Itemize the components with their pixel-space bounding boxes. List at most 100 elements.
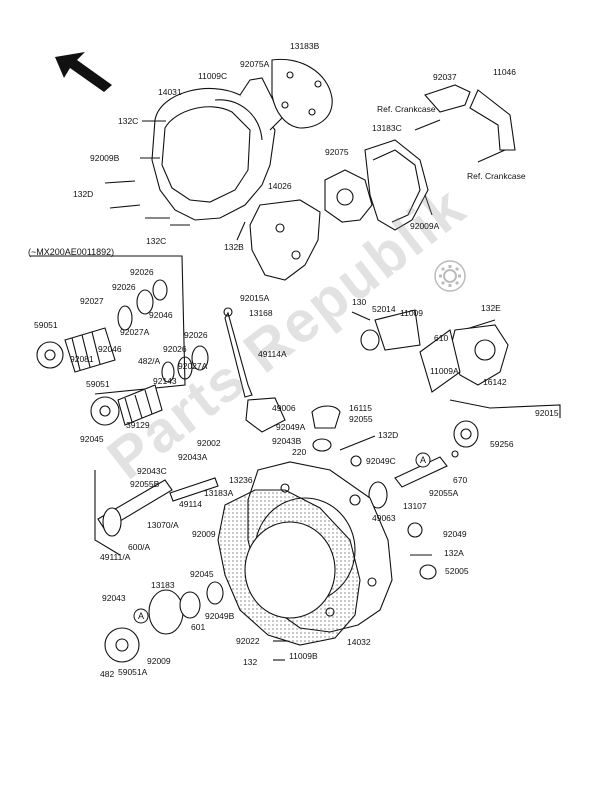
part-label: 92046 <box>98 344 122 354</box>
part-label: 11009A <box>430 366 459 376</box>
washers-92026-b <box>161 345 209 383</box>
part-label: 610 <box>434 333 449 343</box>
part-label: 132D <box>73 189 94 199</box>
group-box-right <box>449 399 561 418</box>
part-label: 92026 <box>130 267 154 277</box>
part-label: 92049 <box>443 529 467 539</box>
part-label: 92049B <box>205 611 235 621</box>
part-label: 49111/A <box>100 552 131 562</box>
shaft-49114 <box>169 477 219 502</box>
part-label: 132A <box>444 548 464 558</box>
clutch-cover-14031 <box>151 77 283 221</box>
washers-92026 <box>117 279 168 331</box>
part-label: 11009C <box>198 71 228 81</box>
part-label: 11009B <box>289 651 318 661</box>
seal-52005 <box>419 564 437 580</box>
cover-disc-13183 <box>148 589 184 635</box>
cover-plate-13183C <box>364 139 429 231</box>
part-label: 601 <box>191 622 206 632</box>
nut-92049C <box>350 455 362 467</box>
part-label: Ref. Crankcase <box>377 104 436 114</box>
cover-cap-13183B <box>271 58 333 129</box>
sprocket-59051-b <box>90 396 120 426</box>
part-label: 14032 <box>347 637 371 647</box>
part-label: 92022 <box>236 636 260 646</box>
part-label: 59051A <box>118 667 148 677</box>
part-label: 92015A <box>240 293 270 303</box>
svg-text:A: A <box>138 611 144 621</box>
part-label: 11009 <box>400 308 424 318</box>
part-label: 132C <box>118 116 139 126</box>
part-label: 59256 <box>490 439 514 449</box>
gasket-92075 <box>324 169 373 223</box>
part-label: 130 <box>352 297 367 307</box>
front-direction-arrow <box>55 52 112 92</box>
part-label: 92037 <box>433 72 457 82</box>
bearing-601 <box>179 591 201 619</box>
part-label: 49114A <box>258 349 287 359</box>
part-label: 220 <box>292 447 307 457</box>
part-label: 14031 <box>158 87 182 97</box>
gear-icon <box>434 260 466 292</box>
part-label: 13070/A <box>147 520 179 530</box>
part-label: 16142 <box>483 377 507 387</box>
part-label: 600/A <box>128 542 151 552</box>
bracket-92037 <box>424 84 471 113</box>
part-label: 92026 <box>184 330 208 340</box>
part-label: 13183 <box>151 580 175 590</box>
part-label: 92043A <box>178 452 208 462</box>
part-label: 13236 <box>229 475 253 485</box>
part-label: 132B <box>224 242 244 252</box>
part-label: 92015 <box>535 408 559 418</box>
part-label: 92055B <box>130 479 160 489</box>
sprocket-cover-14026 <box>249 199 321 281</box>
part-label: 92026 <box>112 282 136 292</box>
part-label: 92043B <box>272 436 302 446</box>
gear-49063 <box>368 481 388 509</box>
bolts <box>104 119 506 661</box>
part-label: 92009A <box>410 221 440 231</box>
sprocket-59051A <box>104 627 140 663</box>
part-label: 49063 <box>372 513 396 523</box>
part-label: 92045 <box>80 434 104 444</box>
water-pump-cover-16142 <box>419 324 509 393</box>
part-label: 132D <box>378 430 399 440</box>
part-label: 59051 <box>34 320 58 330</box>
bearing-59256 <box>453 420 479 448</box>
cap-16115 <box>311 405 341 429</box>
part-label: 59051 <box>86 379 110 389</box>
spring-39129 <box>117 384 163 426</box>
kit-box <box>30 255 186 395</box>
part-label: 92027A <box>178 361 208 371</box>
group-box-left <box>94 470 121 556</box>
shift-shaft-49114A <box>223 307 253 398</box>
part-label: 92009 <box>147 656 171 666</box>
shift-drum-49006 <box>245 397 286 433</box>
circle-a-marker: A <box>133 608 149 624</box>
bracket-11046 <box>469 89 516 151</box>
part-label: 13107 <box>403 501 427 511</box>
spring-92081 <box>64 327 116 373</box>
part-label: 92049A <box>276 422 306 432</box>
part-label: 92027 <box>80 296 104 306</box>
part-label: 92055 <box>349 414 373 424</box>
part-label: 92026 <box>163 344 187 354</box>
part-label: 670 <box>453 475 468 485</box>
gasket-11009B <box>217 489 361 646</box>
part-label: 132E <box>481 303 501 313</box>
part-label: 49006 <box>272 403 296 413</box>
part-label: 482 <box>100 669 115 679</box>
part-label: 132 <box>243 657 258 667</box>
part-label: 92009 <box>192 529 216 539</box>
part-label: 92081 <box>70 354 94 364</box>
svg-text:A: A <box>420 455 426 465</box>
part-label: 16115 <box>349 403 373 413</box>
washer-92049 <box>407 522 423 538</box>
part-label: 39129 <box>126 420 150 430</box>
part-label: 14026 <box>268 181 292 191</box>
bearing-92049B <box>206 581 224 605</box>
part-label: 92143 <box>153 376 177 386</box>
seal-92055 <box>312 438 332 452</box>
part-label: 92027A <box>120 327 150 337</box>
